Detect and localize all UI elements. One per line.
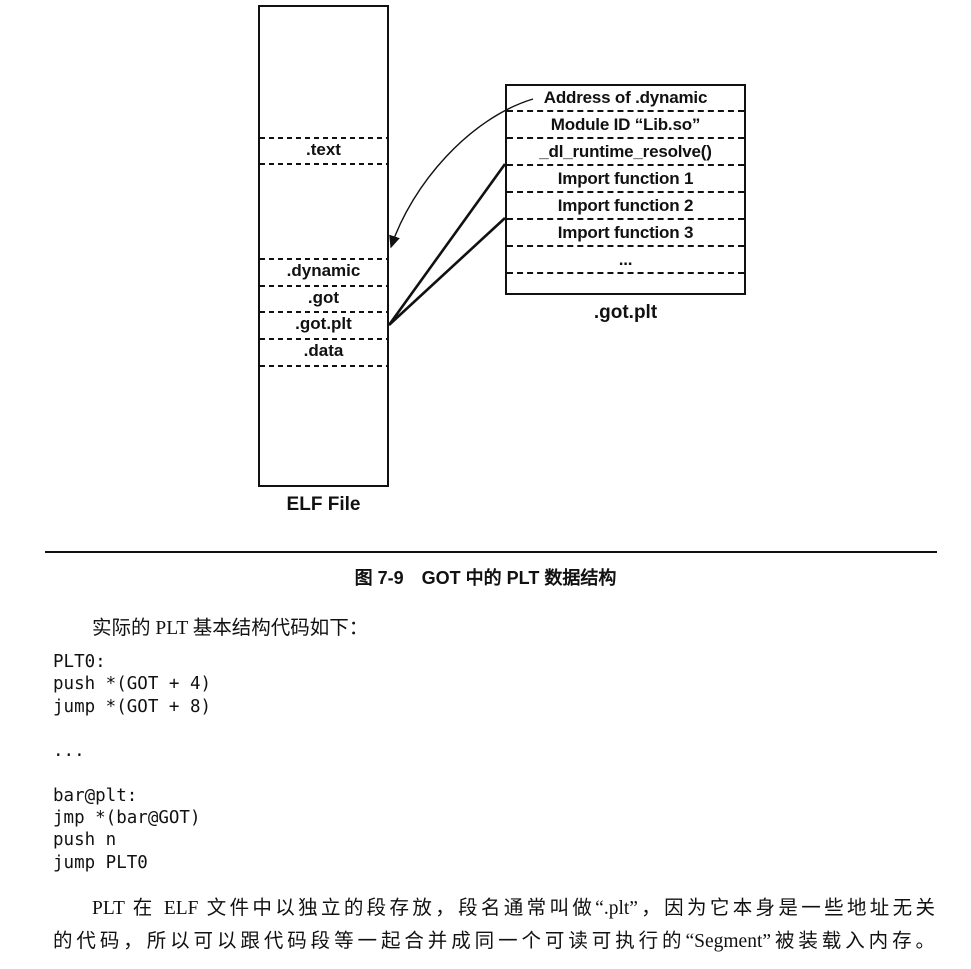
section-divider <box>260 311 387 313</box>
connector-arrows <box>387 98 534 326</box>
elf-file-caption: ELF File <box>286 494 361 515</box>
connector-line-lower <box>388 217 506 326</box>
section-divider <box>260 258 387 260</box>
got-row-module-id: Module ID “Lib.so” <box>507 110 744 137</box>
got-row-empty <box>507 272 744 293</box>
section-got-plt: .got.plt <box>295 314 352 333</box>
plt-code-block: PLT0: push *(GOT + 4) jump *(GOT + 8) ..… <box>53 652 212 873</box>
connector-line-upper <box>387 163 507 326</box>
got-plt-table-caption: .got.plt <box>593 302 658 323</box>
got-row-address-of-dynamic: Address of .dynamic <box>543 88 708 107</box>
got-row-import-function-1: Import function 1 <box>507 164 744 191</box>
figure-got-plt-diagram: .text .dynamic .got .got.plt .data ELF F… <box>258 5 746 515</box>
section-text: .text <box>306 140 341 159</box>
figure-caption: 图 7-9 GOT 中的 PLT 数据结构 <box>354 568 617 588</box>
section-dynamic: .dynamic <box>286 261 361 280</box>
section-divider <box>260 137 387 139</box>
got-row-dl-runtime-resolve: _dl_runtime_resolve() <box>507 137 744 164</box>
got-plt-table: Address of .dynamic Module ID “Lib.so” _… <box>505 84 746 295</box>
section-divider <box>260 163 387 165</box>
elf-file-box: .text .dynamic .got .got.plt .data <box>258 5 389 487</box>
caption-rule <box>45 551 937 553</box>
section-divider <box>260 285 387 287</box>
body-paragraph: PLT 在 ELF 文件中以独立的段存放，段名通常叫做“.plt”，因为它本身是… <box>53 892 935 958</box>
body-line-2: 的代码，所以可以跟代码段等一起合并成同一个可读可执行的“Segment”被装载入… <box>53 931 935 952</box>
section-divider <box>260 365 387 367</box>
intro-paragraph: 实际的 PLT 基本结构代码如下： <box>92 618 369 639</box>
got-row-ellipsis: ... <box>507 245 744 272</box>
got-row-import-function-2: Import function 2 <box>507 191 744 218</box>
section-got: .got <box>307 288 340 307</box>
section-divider <box>260 338 387 340</box>
got-row-import-function-3: Import function 3 <box>507 218 744 245</box>
section-data: .data <box>303 341 344 360</box>
body-line-1: PLT 在 ELF 文件中以独立的段存放，段名通常叫做“.plt”，因为它本身是… <box>92 898 935 919</box>
